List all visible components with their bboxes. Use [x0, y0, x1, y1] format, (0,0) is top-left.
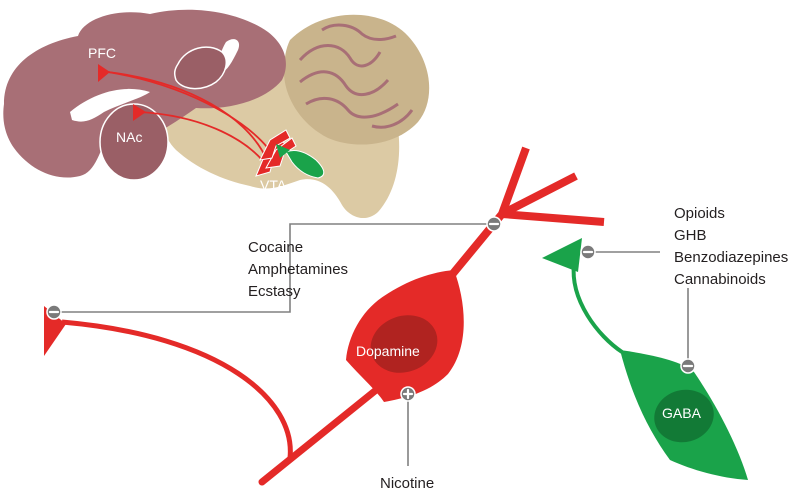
gaba-label: GABA [662, 405, 702, 421]
drug-label-cocaine: Cocaine [248, 239, 303, 256]
drug-label-nicotine: Nicotine [380, 475, 434, 492]
dopamine-terminal [44, 306, 66, 356]
dopamine-label: Dopamine [356, 343, 420, 359]
drug-label-ghb: GHB [674, 227, 707, 244]
dopamine-axon-collateral [61, 319, 293, 459]
brain-illustration: PFC NAc VTA [3, 9, 430, 219]
stimulants-list: Cocaine Amphetamines Ecstasy [248, 239, 348, 300]
dopamine-nucleus [370, 315, 438, 373]
nac-region [99, 103, 169, 181]
gaba-terminal [542, 238, 582, 272]
cerebellum-folia [298, 23, 414, 129]
pfc-terminal [98, 64, 110, 82]
dopamine-dendrite-2 [500, 172, 578, 218]
drug-label-cannabinoids: Cannabinoids [674, 271, 766, 288]
drug-label-amphetamines: Amphetamines [248, 261, 348, 278]
hippocampus [173, 46, 227, 90]
minus-sign-gaba-soma [680, 358, 696, 374]
minus-sign-dopamine-dendrite [486, 216, 502, 232]
dopamine-axon [258, 378, 390, 486]
minus-sign-dopamine-terminal [46, 304, 62, 320]
vta-gaba-terminal-mini [276, 144, 290, 158]
nac-label: NAc [116, 129, 142, 145]
nac-terminal [133, 104, 146, 121]
stimulants-callout [54, 223, 494, 313]
corpus-callosum [70, 88, 150, 122]
vta-label: VTA [260, 177, 287, 193]
gaba-neuron: GABA [542, 238, 748, 480]
gaba-axon [571, 263, 624, 354]
minus-sign-gaba-terminal [580, 244, 596, 260]
depressants-list: Opioids GHB Benzodiazepines Cannabinoids [674, 205, 788, 288]
callout-lines [54, 223, 689, 466]
vta-gaba-neuron-mini [285, 149, 325, 179]
dopamine-dendrite-3 [501, 210, 605, 226]
drug-label-ecstasy: Ecstasy [248, 283, 301, 300]
plus-sign-dopamine-soma [400, 386, 416, 402]
gaba-nucleus [654, 389, 714, 443]
pfc-label: PFC [88, 45, 116, 61]
dopamine-neuron: Dopamine [44, 146, 605, 486]
drug-label-opioids: Opioids [674, 205, 725, 222]
drug-label-benzodiazepines: Benzodiazepines [674, 249, 788, 266]
